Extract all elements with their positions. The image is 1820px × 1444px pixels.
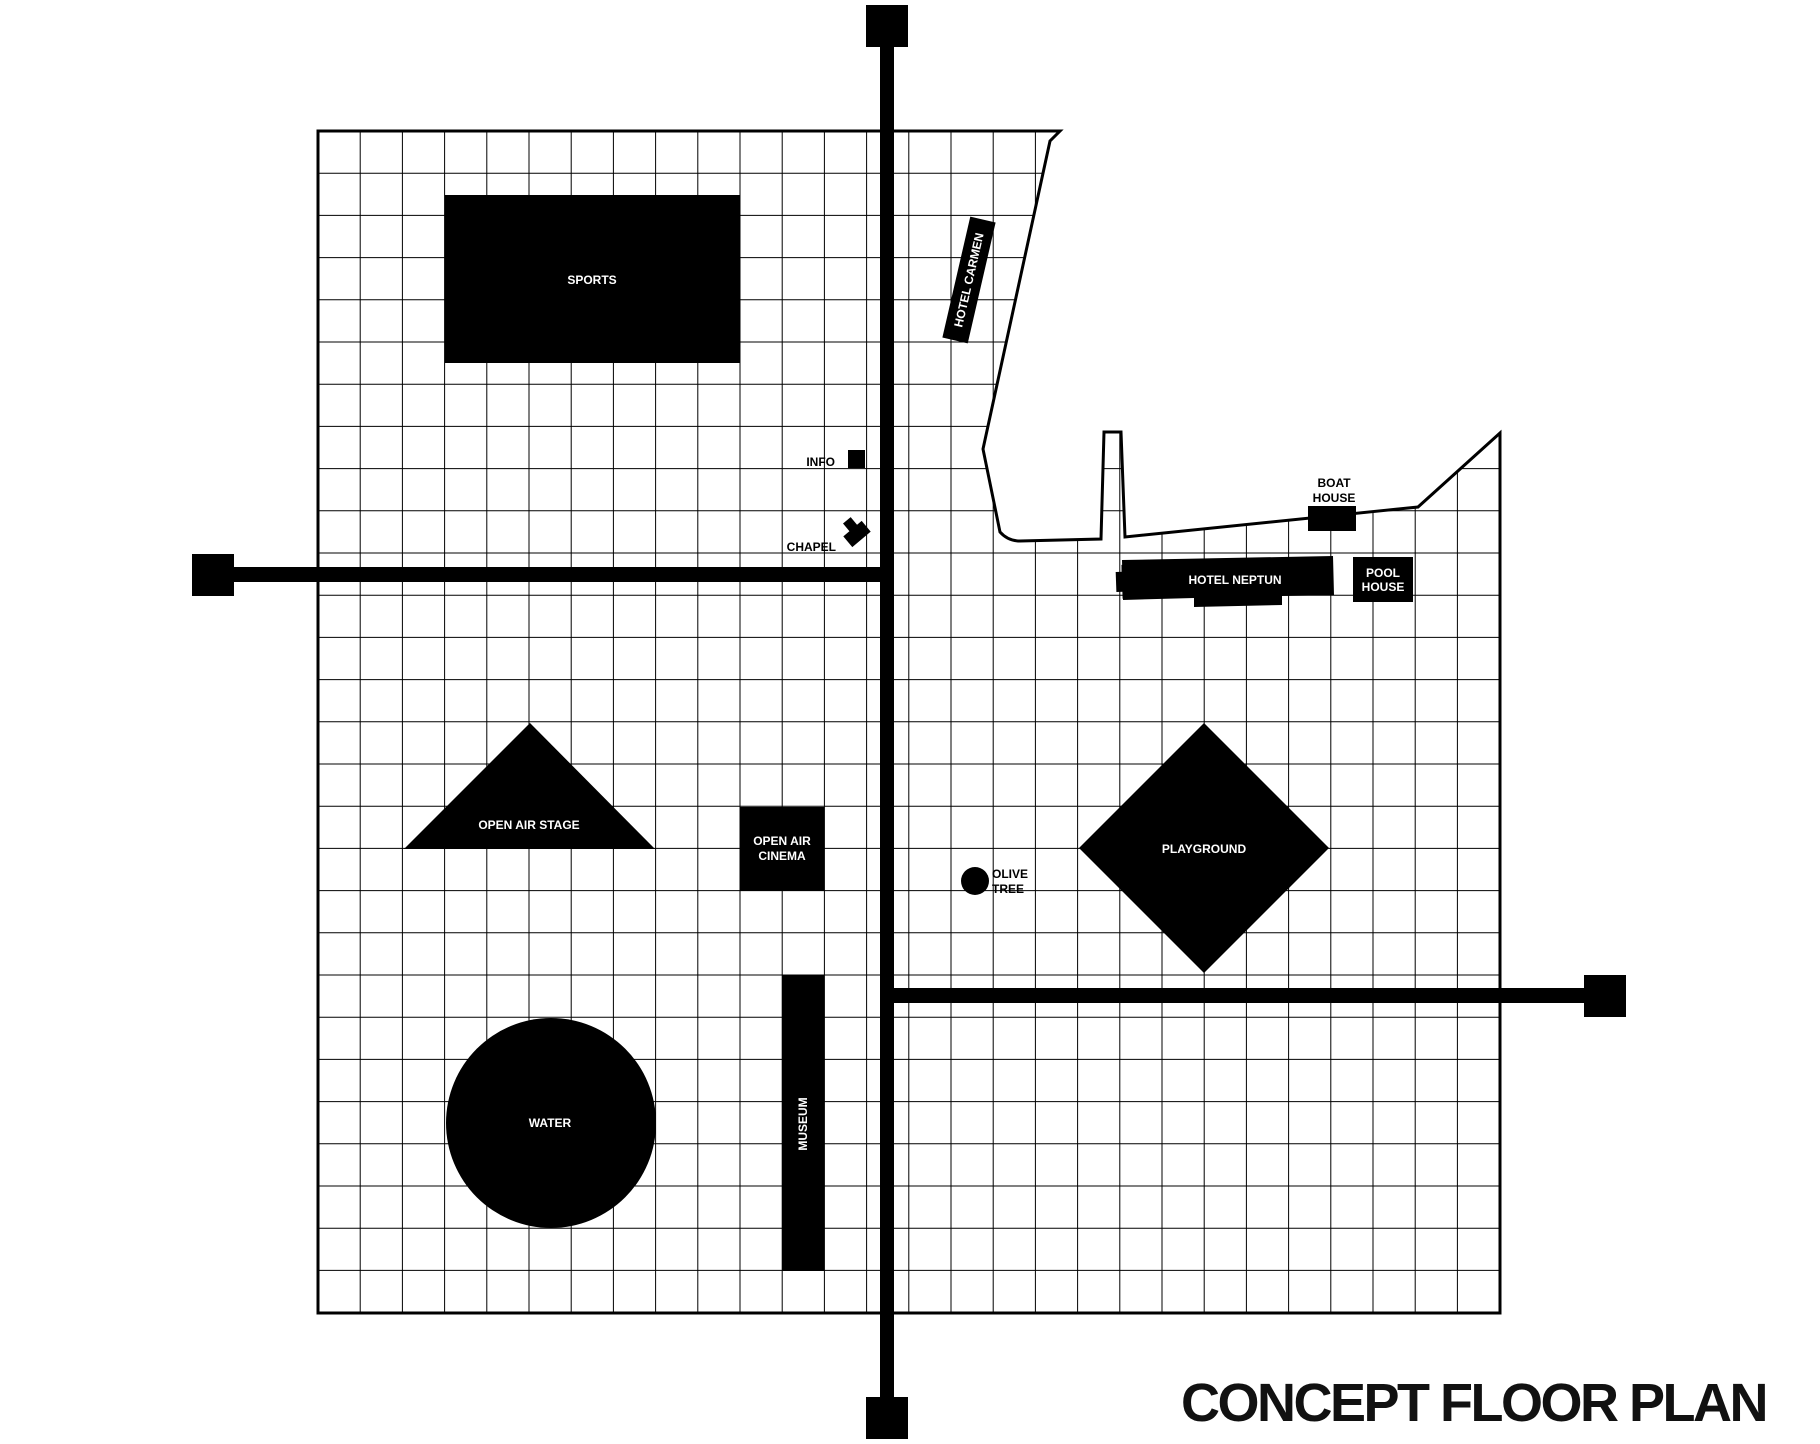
playground-block: PLAYGROUND	[1079, 723, 1329, 973]
info-block: INFO	[806, 450, 865, 469]
main-axis-vertical	[866, 5, 908, 1439]
hotel-neptun-label: HOTEL NEPTUN	[1188, 573, 1281, 587]
pool-house-label-1: POOL	[1366, 566, 1400, 580]
museum-block: MUSEUM	[782, 975, 824, 1271]
hotel-neptun-block: HOTEL NEPTUN	[1115, 556, 1334, 607]
info-label: INFO	[806, 455, 835, 469]
page-title: CONCEPT FLOOR PLAN	[1181, 1373, 1766, 1433]
open-air-stage-label: OPEN AIR STAGE	[478, 818, 579, 832]
chapel-block: CHAPEL	[787, 517, 871, 554]
site-boundary	[316, 129, 1502, 1315]
pool-house-label-2: HOUSE	[1362, 580, 1405, 594]
hotel-carmen-block: HOTEL CARMEN	[942, 216, 996, 344]
boat-house-block: BOAT HOUSE	[1308, 476, 1356, 531]
boat-house-label-2: HOUSE	[1313, 491, 1356, 505]
boat-house-label-1: BOAT	[1317, 476, 1351, 490]
museum-label: MUSEUM	[796, 1097, 810, 1150]
open-air-cinema-label-2: CINEMA	[758, 849, 806, 863]
axis-east	[894, 975, 1626, 1017]
pool-house-block: POOL HOUSE	[1353, 557, 1413, 602]
olive-tree-label-1: OLIVE	[992, 867, 1028, 881]
water-label: WATER	[529, 1116, 572, 1130]
chapel-label: CHAPEL	[787, 540, 836, 554]
olive-tree-block: OLIVE TREE	[961, 867, 1028, 896]
sports-block: SPORTS	[445, 195, 740, 363]
water-block: WATER	[446, 1018, 656, 1228]
axis-west	[192, 554, 894, 596]
sports-label: SPORTS	[567, 273, 616, 287]
open-air-cinema-block: OPEN AIR CINEMA	[740, 807, 824, 891]
playground-label: PLAYGROUND	[1162, 842, 1247, 856]
olive-tree-label-2: TREE	[992, 882, 1024, 896]
open-air-stage-block: OPEN AIR STAGE	[404, 723, 655, 849]
open-air-cinema-label-1: OPEN AIR	[753, 834, 811, 848]
